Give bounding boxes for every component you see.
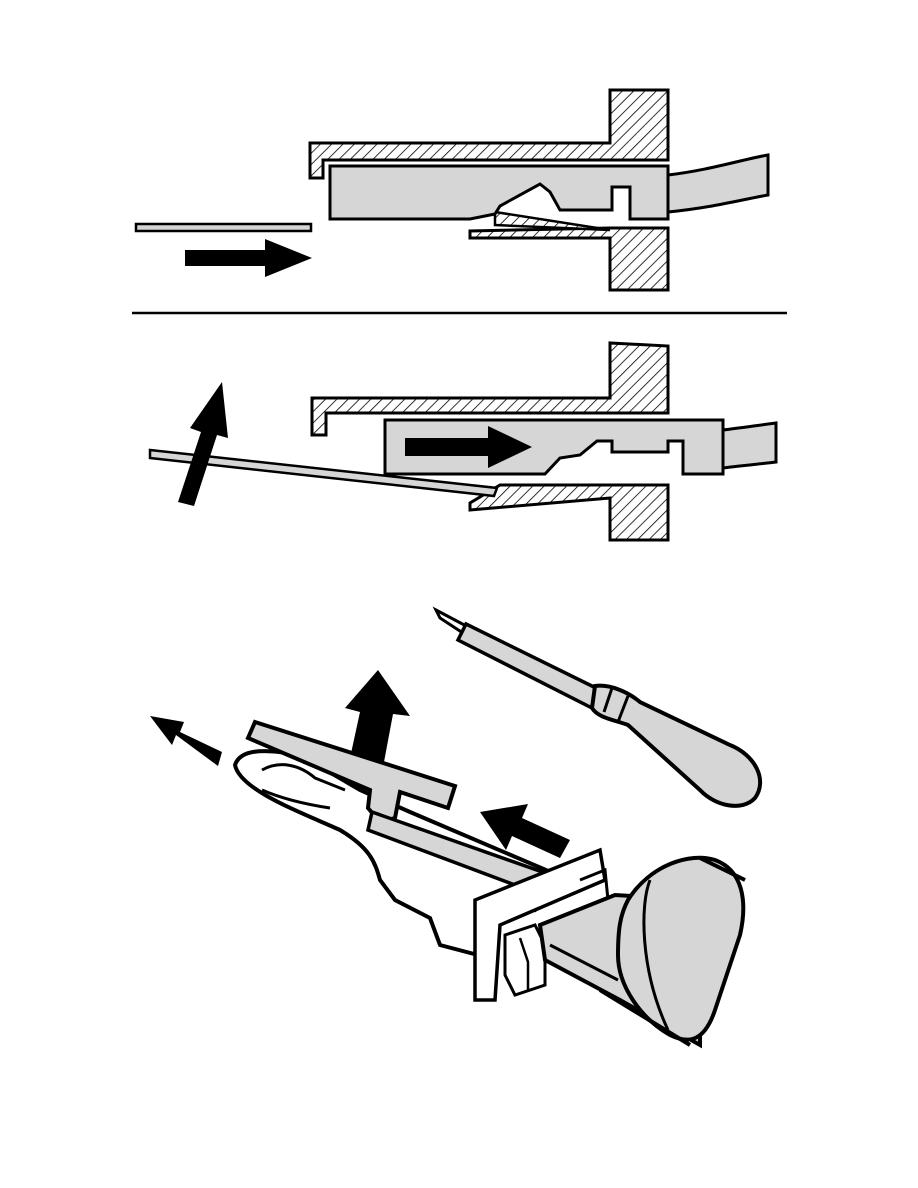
housing-lower xyxy=(468,226,670,292)
release-tool-blade xyxy=(134,222,313,233)
top-panel xyxy=(134,88,770,292)
housing-upper xyxy=(310,341,670,437)
release-tool-blade xyxy=(148,448,499,498)
arrow-right-icon xyxy=(185,239,312,277)
cable xyxy=(666,153,770,214)
arrow-up-icon xyxy=(178,382,228,506)
arrow-push-left-icon xyxy=(480,804,570,858)
terminal xyxy=(383,418,725,476)
arrow-pull-left-icon xyxy=(150,716,222,766)
bottom-panel xyxy=(150,606,762,1049)
terminal xyxy=(328,164,670,221)
latch-tongue xyxy=(493,210,611,232)
screwdriver xyxy=(432,606,762,808)
cable xyxy=(721,421,778,470)
housing-inner xyxy=(503,923,547,997)
arrow-lift-up-icon xyxy=(345,670,410,762)
latch-strip xyxy=(245,719,458,825)
cable-seal xyxy=(615,855,746,1042)
middle-panel xyxy=(148,341,778,542)
housing-lower xyxy=(468,483,670,542)
arrow-right-icon xyxy=(405,426,532,468)
housing-upper xyxy=(308,88,670,180)
screwdriver-shaft xyxy=(455,621,603,711)
screwdriver-handle xyxy=(589,683,762,808)
